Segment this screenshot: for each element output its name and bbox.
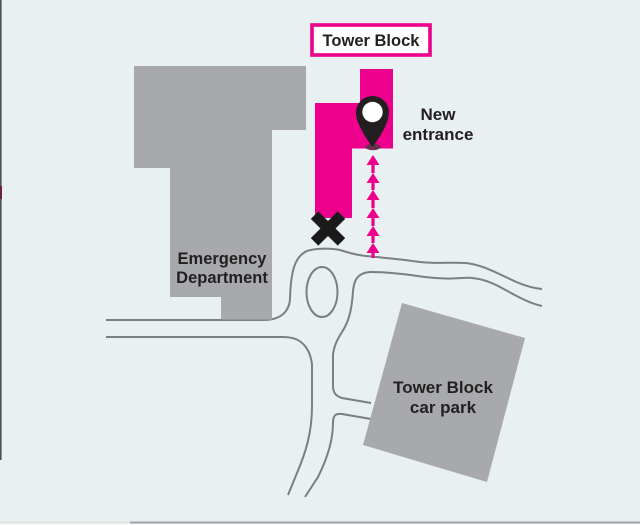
tower-block-label: Tower Block (323, 32, 421, 50)
bottom-edge-strip (0, 523, 640, 525)
roundabout-island (305, 266, 339, 318)
emergency-department-line1: Emergency (178, 250, 268, 268)
page-edge-line (0, 0, 2, 460)
road-outline-left-bottom (106, 336, 313, 496)
bottom-edge-line (130, 521, 640, 524)
route-arrows (366, 155, 380, 258)
tower-block-label-box: Tower Block (310, 23, 432, 57)
location-pin-icon (356, 96, 389, 151)
emergency-department-label: Emergency Department (176, 250, 268, 287)
car-park-label: Tower Block car park (393, 378, 493, 417)
new-entrance-line1: New (421, 105, 457, 124)
page-edge-mark (0, 186, 2, 199)
closed-entrance-x-icon (310, 211, 346, 246)
emergency-department-building (134, 66, 306, 320)
tower-block-building (315, 69, 393, 218)
car-park-line2: car park (410, 398, 477, 417)
road-outline-right (304, 270, 543, 498)
pin-shadow (365, 143, 381, 151)
new-entrance-label: New entrance (403, 105, 474, 144)
bottom-edge-line-light (0, 521, 130, 524)
road-outline-top (106, 247, 543, 321)
new-entrance-line2: entrance (403, 125, 474, 144)
road-network (106, 247, 543, 498)
emergency-department-line2: Department (176, 269, 268, 287)
car-park-building (363, 303, 525, 482)
car-park-line1: Tower Block (393, 378, 493, 397)
